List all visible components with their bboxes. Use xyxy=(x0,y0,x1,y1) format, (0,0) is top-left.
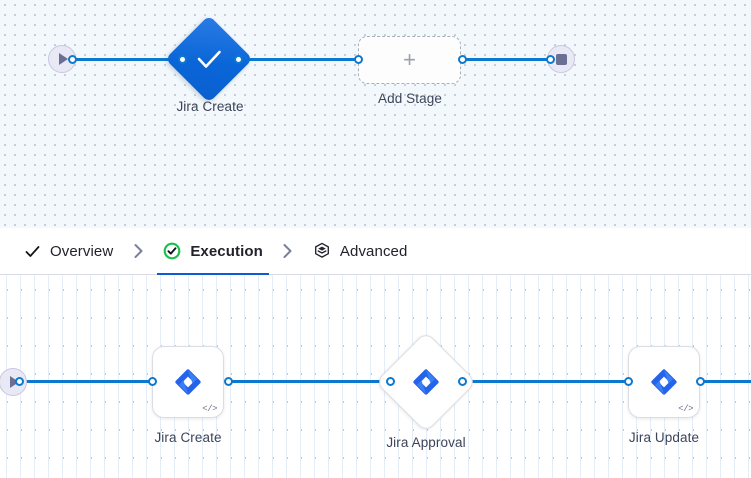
port-jira-approval-out[interactable] xyxy=(458,377,467,386)
port-jira-create-out[interactable] xyxy=(234,55,243,64)
port-jira-create-out[interactable] xyxy=(224,377,233,386)
plus-icon: + xyxy=(403,47,416,72)
check-icon xyxy=(24,243,41,260)
stage-node-jira-create[interactable] xyxy=(165,15,253,103)
tab-label-overview: Overview xyxy=(50,242,114,260)
jira-icon xyxy=(175,369,201,395)
stage-tab-bar: Overview Execution xyxy=(0,228,751,276)
port-jira-create-in[interactable] xyxy=(148,377,157,386)
edge-start-to-jira-create xyxy=(72,58,182,61)
edge-jira-update-outgoing xyxy=(700,380,751,383)
port-start-out[interactable] xyxy=(68,55,77,64)
stop-icon xyxy=(555,53,567,65)
check-icon xyxy=(197,50,221,68)
step-label-jira-create: Jira Create xyxy=(154,430,222,445)
port-jira-approval-in[interactable] xyxy=(386,377,395,386)
edge-start-to-jira-create xyxy=(18,380,152,383)
edge-jira-create-to-add-stage xyxy=(238,58,358,61)
tab-advanced[interactable]: Advanced xyxy=(311,228,410,275)
edge-add-stage-to-end xyxy=(462,58,550,61)
port-jira-update-out[interactable] xyxy=(696,377,705,386)
chevron-right-icon xyxy=(265,243,311,259)
tab-label-advanced: Advanced xyxy=(339,242,408,260)
step-node-jira-create[interactable]: </> xyxy=(152,346,224,418)
port-jira-create-in[interactable] xyxy=(178,55,187,64)
port-exec-start-out[interactable] xyxy=(15,377,24,386)
jira-icon xyxy=(651,369,677,395)
port-end-in[interactable] xyxy=(546,55,555,64)
tab-execution[interactable]: Execution xyxy=(157,228,269,276)
step-label-jira-approval: Jira Approval xyxy=(386,435,466,450)
tab-label-execution: Execution xyxy=(190,242,263,260)
code-badge-icon: </> xyxy=(678,404,693,414)
code-badge-icon: </> xyxy=(202,404,217,414)
execution-steps-canvas[interactable]: </> Jira Create Jira Approval xyxy=(0,275,751,478)
chevron-right-icon xyxy=(115,243,161,259)
play-icon xyxy=(59,53,68,65)
stage-label-add-stage: Add Stage xyxy=(378,91,442,106)
step-node-jira-approval[interactable] xyxy=(375,331,477,433)
edge-jira-create-to-jira-approval xyxy=(228,380,390,383)
port-add-stage-in[interactable] xyxy=(354,55,363,64)
stage-label-jira-create: Jira Create xyxy=(176,99,244,114)
diamond-icon-slot xyxy=(390,346,462,418)
step-label-jira-update: Jira Update xyxy=(628,430,700,445)
edge-jira-approval-to-jira-update xyxy=(462,380,628,383)
play-icon xyxy=(10,376,19,388)
port-jira-update-in[interactable] xyxy=(624,377,633,386)
pipeline-stage-canvas[interactable]: Jira Create + Add Stage xyxy=(0,0,751,228)
check-circle-icon xyxy=(163,242,181,260)
add-stage-button[interactable]: + xyxy=(358,36,461,84)
layers-hexagon-icon xyxy=(313,242,331,260)
tab-overview[interactable]: Overview xyxy=(22,228,115,275)
jira-icon xyxy=(413,369,439,395)
port-add-stage-out[interactable] xyxy=(458,55,467,64)
step-node-jira-update[interactable]: </> xyxy=(628,346,700,418)
